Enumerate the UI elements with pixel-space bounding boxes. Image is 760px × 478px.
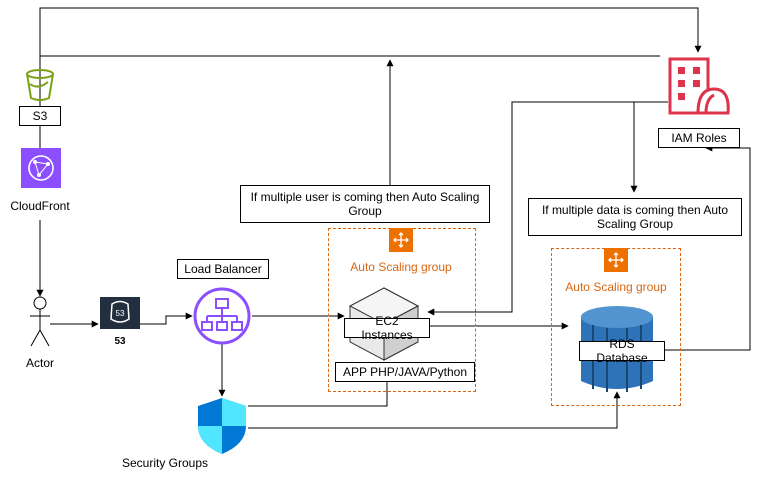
route53-label: 53 [114,336,126,347]
rds-label: RDS Database [579,337,665,365]
edge-s3-iam [39,7,702,88]
security-groups-label: Security Groups [121,456,209,470]
cloudfront-icon [21,148,61,188]
s3-label: S3 [19,106,61,126]
actor-icon [28,296,52,348]
load-balancer-label: Load Balancer [177,259,269,279]
asg-rds-label: Auto Scaling group [565,280,667,294]
edge-rds-iam [665,144,751,351]
app-label: APP PHP/JAVA/Python [335,362,475,382]
users-note: If multiple user is coming then Auto Sca… [240,185,490,223]
actor-label: Actor [25,356,54,370]
edge-iam-ec2 [427,101,668,316]
cloudfront-label: CloudFront [10,199,70,213]
shield-icon [196,396,248,456]
route53-icon: 53 [100,297,140,329]
data-note: If multiple data is coming then Auto Sca… [528,198,742,236]
load-balancer-icon [192,286,252,346]
ec2-label: EC2 Instances [344,314,430,342]
edge-app-sg [248,382,388,407]
asg-ec2-label: Auto Scaling group [350,260,452,274]
svg-text:53: 53 [116,309,125,318]
auto-scaling-icon [389,228,413,252]
iam-label: IAM Roles [658,128,740,148]
auto-scaling-icon [604,248,628,272]
iam-icon [668,57,730,117]
edge-route53-lb [140,312,193,325]
s3-bucket-icon [22,66,58,102]
edge-sg-rds [248,391,621,429]
